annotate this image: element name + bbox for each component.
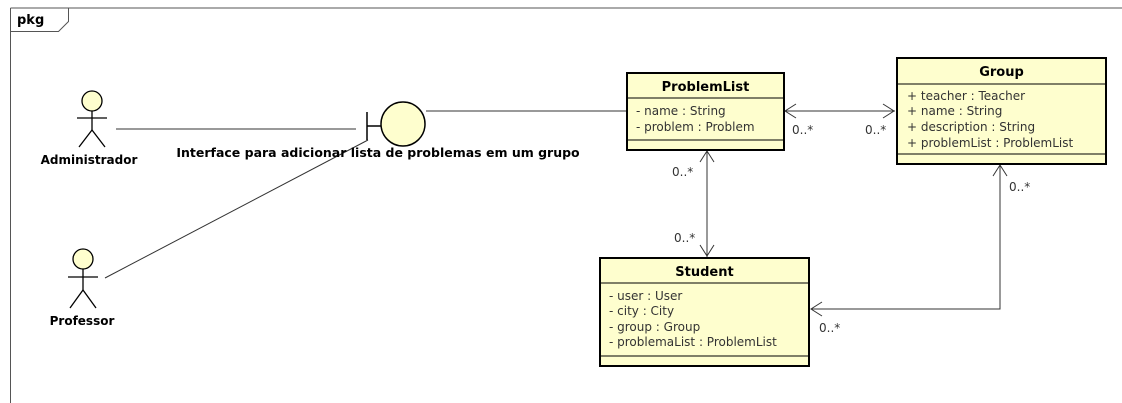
class-attribute: + description : String (907, 120, 1035, 134)
actor-label: Administrador (41, 153, 138, 167)
boundary-label: Interface para adicionar lista de proble… (176, 145, 580, 160)
arrowhead-student-top (699, 244, 715, 257)
class-attribute: - problemaList : ProblemList (609, 335, 777, 349)
group-student-link (811, 164, 1001, 310)
class-attribute: - problem : Problem (636, 120, 755, 134)
actor-head (81, 90, 103, 112)
class-attribute: - group : Group (609, 320, 700, 334)
class-attribute: + problemList : ProblemList (907, 136, 1074, 150)
actor-professor[interactable]: Professor (50, 248, 115, 328)
actor-administrador[interactable]: Administrador (41, 90, 138, 167)
multiplicity-label: 0..* (865, 123, 886, 137)
arrowhead-student-right (810, 301, 823, 317)
class-attribute: - name : String (636, 104, 726, 118)
class-attribute: + name : String (907, 104, 1002, 118)
package-frame: pkg (10, 7, 1122, 403)
multiplicity-label: 0..* (672, 165, 693, 179)
class-name: Group (979, 65, 1024, 80)
boundary-object[interactable]: Interface para adicionar lista de proble… (176, 101, 580, 160)
associations (104, 103, 1008, 317)
frame-label: pkg (17, 13, 44, 28)
class-group[interactable]: Group + teacher : Teacher + name : Strin… (896, 57, 1107, 165)
class-name: ProblemList (662, 80, 750, 95)
multiplicity-label: 0..* (674, 231, 695, 245)
boundary-circle (380, 101, 426, 147)
arrowhead-group-right (882, 103, 895, 119)
multiplicity-label: 0..* (819, 321, 840, 335)
class-attribute: + teacher : Teacher (907, 89, 1025, 103)
class-problemlist[interactable]: ProblemList - name : String - problem : … (626, 72, 785, 151)
professor-boundary-link (104, 139, 369, 279)
actor-label: Professor (50, 314, 115, 328)
multiplicity-labels: 0..* 0..* 0..* 0..* 0..* 0..* (672, 123, 1030, 335)
class-attribute: - city : City (609, 304, 674, 318)
multiplicity-label: 0..* (1009, 180, 1030, 194)
class-name: Student (675, 265, 733, 280)
class-student[interactable]: Student - user : User - city : City - gr… (599, 257, 810, 367)
multiplicity-label: 0..* (792, 123, 813, 137)
class-attribute: - user : User (609, 289, 682, 303)
actor-head (72, 248, 94, 270)
